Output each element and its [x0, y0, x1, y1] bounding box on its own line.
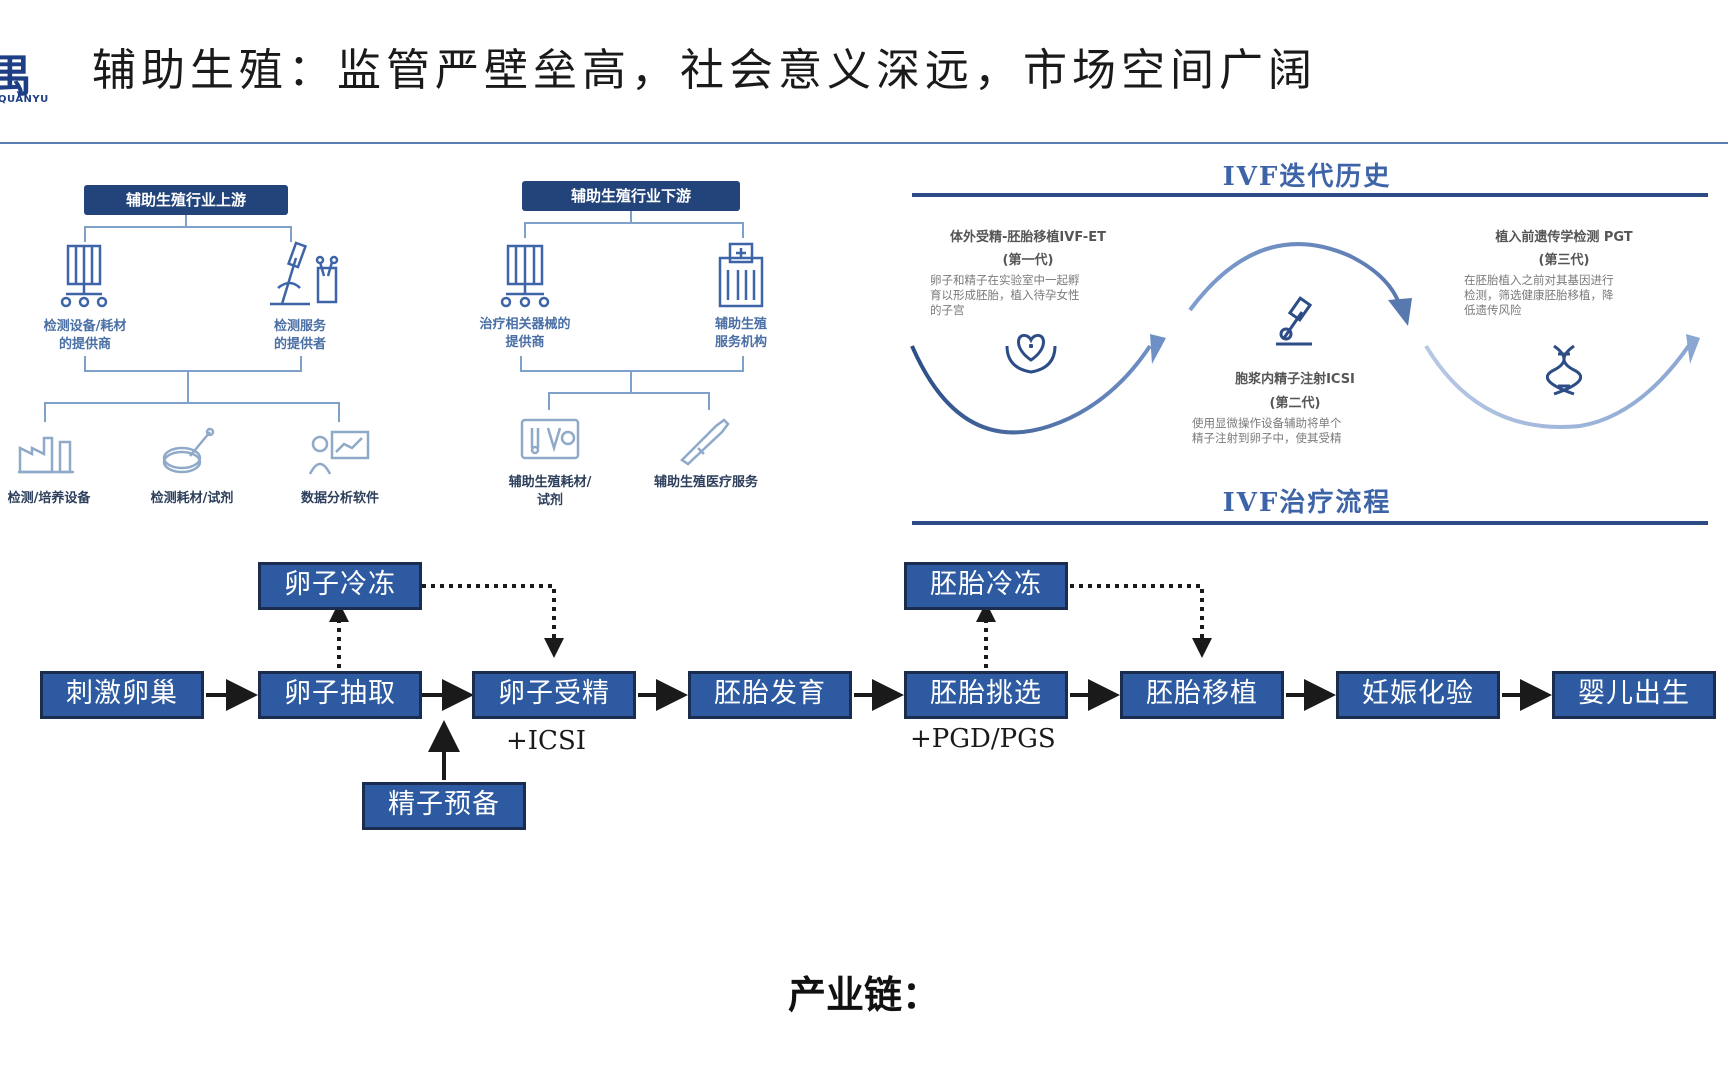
upstream-sub-culture: 检测/培养设备	[7, 491, 91, 506]
gen3-name: 植入前遗传学检测 PGT	[1495, 230, 1633, 245]
process-connectors	[206, 584, 1552, 780]
scalpel-icon	[676, 414, 734, 466]
step-embryo-transfer: 胚胎移植	[1120, 671, 1284, 719]
gen3-desc: 在胚胎植入之前对其基因进行 检测，筛选健康胚胎移植，降 低遗传风险	[1464, 273, 1614, 317]
downstream-lower-bracket	[520, 356, 744, 372]
step-birth: 婴儿出生	[1552, 671, 1716, 719]
upstream-sub-reagent: 检测耗材/试剂	[150, 491, 234, 506]
equipment-icon	[56, 240, 112, 310]
downstream-title: 辅助生殖行业下游	[522, 181, 740, 211]
page-title: 辅助生殖：监管严壁垒高，社会意义深远，市场空间广阔	[92, 45, 1317, 96]
company-logo: 禺	[0, 51, 32, 102]
ivf-process-rule	[912, 521, 1708, 525]
step-ovarian-stimulation: 刺激卵巢	[40, 671, 204, 719]
ivf-process-title: IVF治疗流程	[1222, 488, 1392, 518]
upstream-lower-bracket	[84, 356, 302, 372]
gen1-desc: 卵子和精子在实验室中一起孵 育以形成胚胎，植入待孕女性 的子宫	[930, 273, 1080, 317]
connector	[185, 215, 187, 227]
upstream-item-service: 检测服务 的提供者	[273, 319, 326, 352]
downstream-sub-bracket	[548, 392, 710, 410]
step-embryo-development: 胚胎发育	[688, 671, 852, 719]
note-icsi: +ICSI	[506, 726, 587, 756]
dna-icon	[1545, 342, 1583, 398]
step-sperm-preparation: 精子预备	[362, 782, 526, 830]
connector	[187, 370, 189, 402]
header-divider	[0, 142, 1728, 144]
downstream-item-institution: 辅助生殖 服务机构	[714, 317, 767, 350]
company-logo-text: QUANYU	[0, 94, 49, 105]
microscope-icon	[262, 238, 342, 310]
gen2-label: (第二代)	[1269, 396, 1321, 411]
step-pregnancy-test: 妊娠化验	[1336, 671, 1500, 719]
step-egg-freezing: 卵子冷冻	[258, 562, 422, 610]
step-fertilization: 卵子受精	[472, 671, 636, 719]
step-embryo-freezing: 胚胎冷冻	[904, 562, 1068, 610]
gen3-label: (第三代)	[1538, 253, 1590, 268]
downstream-sub-consumables: 辅助生殖耗材/ 试剂	[508, 475, 592, 508]
upstream-bracket	[84, 226, 292, 242]
gen2-desc: 使用显微操作设备辅助将单个 精子注射到卵子中，使其受精	[1192, 416, 1342, 445]
pipette-icon	[1266, 294, 1322, 350]
step-embryo-selection: 胚胎挑选	[904, 671, 1068, 719]
hospital-icon	[712, 240, 770, 310]
downstream-sub-medical: 辅助生殖医疗服务	[653, 475, 758, 490]
upstream-sub-software: 数据分析软件	[300, 491, 379, 506]
downstream-bracket	[524, 222, 744, 238]
ivf-history-arcs	[910, 242, 1700, 435]
factory-icon	[16, 424, 76, 476]
surgical-kit-icon	[518, 414, 582, 464]
ivf-history-rule	[912, 193, 1708, 197]
connector	[630, 211, 632, 223]
downstream-item-device: 治疗相关器械的 提供商	[479, 317, 571, 350]
upstream-item-equipment: 检测设备/耗材 的提供商	[43, 319, 127, 352]
connector	[630, 370, 632, 392]
gen1-label: (第一代)	[1002, 253, 1054, 268]
note-pgd-pgs: +PGD/PGS	[910, 724, 1056, 754]
step-egg-retrieval: 卵子抽取	[258, 671, 422, 719]
gen1-name: 体外受精-胚胎移植IVF-ET	[950, 230, 1106, 245]
ivf-history-title: IVF迭代历史	[1222, 162, 1392, 192]
petri-dish-icon	[160, 426, 216, 478]
upstream-title: 辅助生殖行业上游	[84, 185, 288, 215]
footer-caption: 产业链：	[787, 973, 940, 1017]
heart-hands-icon	[1003, 326, 1059, 376]
upstream-sub-bracket	[44, 402, 340, 422]
analytics-icon	[308, 428, 372, 478]
gen2-name: 胞浆内精子注射ICSI	[1235, 372, 1355, 387]
device-icon	[496, 240, 554, 310]
